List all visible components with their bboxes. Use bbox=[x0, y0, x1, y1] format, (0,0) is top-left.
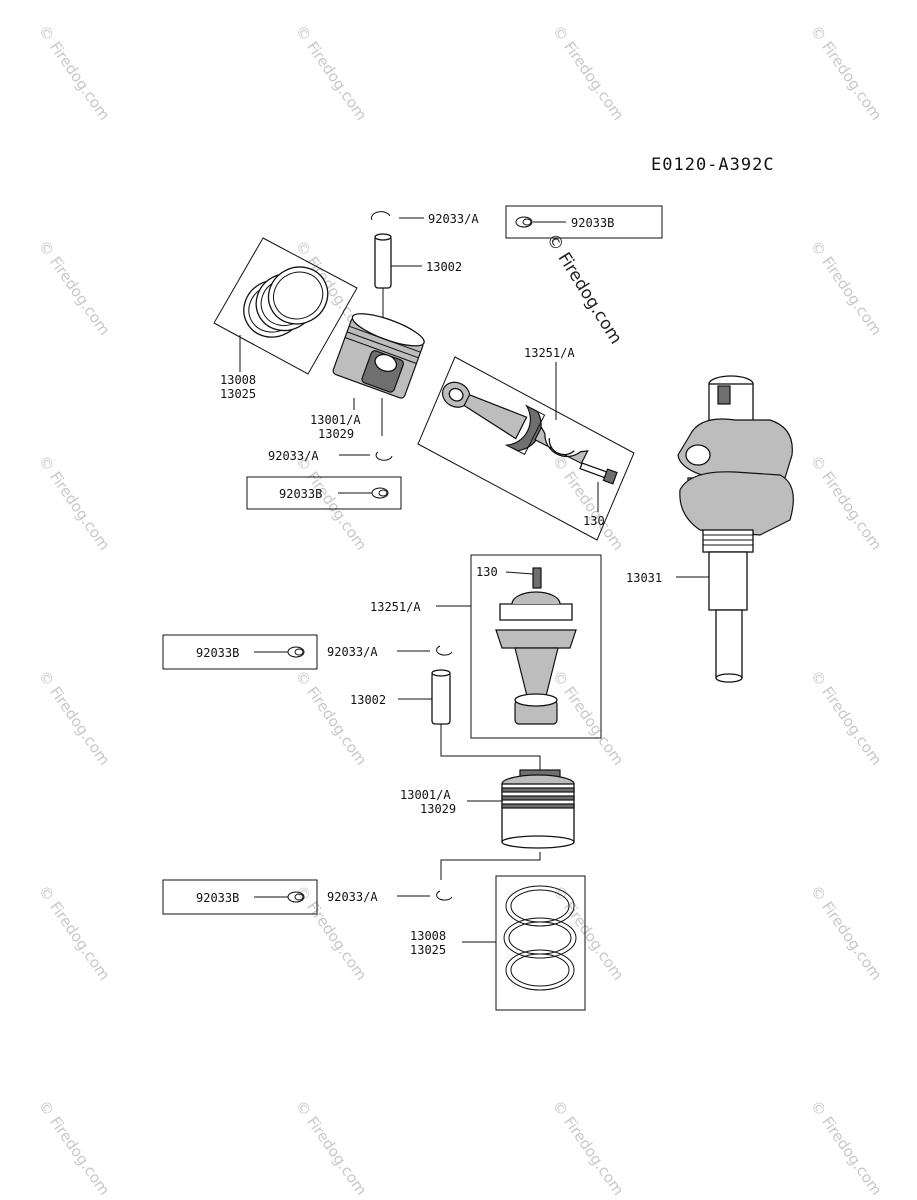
snap-ring-top bbox=[371, 211, 424, 221]
label-pin-bottom: 13002 bbox=[350, 693, 386, 707]
piston-pin-bottom bbox=[431, 669, 451, 725]
watermark-dark: © Firedog.com bbox=[542, 230, 626, 348]
label-piston-bottom-1: 13001/A bbox=[400, 788, 451, 802]
watermark: © Firedog.com bbox=[807, 882, 886, 984]
watermark: © Firedog.com bbox=[292, 667, 371, 769]
watermark-layer: © Firedog.com © Firedog.com © Firedog.co… bbox=[35, 22, 886, 1199]
label-snap-ring-bottom1: 92033/A bbox=[327, 645, 378, 659]
watermark: © Firedog.com bbox=[35, 1097, 114, 1199]
watermark: © Firedog.com bbox=[807, 667, 886, 769]
piston-rings-top bbox=[213, 237, 358, 375]
label-snap-ring-mid: 92033/A bbox=[268, 449, 319, 463]
label-piston-top-1: 13001/A bbox=[310, 413, 361, 427]
snap-ring-alt-bottom2 bbox=[254, 891, 305, 903]
snap-ring-alt-mid bbox=[338, 487, 389, 499]
watermark: © Firedog.com bbox=[292, 1097, 371, 1199]
label-conrod-top: 13251/A bbox=[524, 346, 575, 360]
connecting-rod-top bbox=[417, 356, 635, 541]
diagram-code: E0120-A392C bbox=[651, 155, 775, 175]
label-pin-top: 13002 bbox=[426, 260, 462, 274]
snap-ring-mid bbox=[339, 451, 393, 461]
watermark: © Firedog.com bbox=[292, 22, 371, 124]
watermark: © Firedog.com bbox=[35, 882, 114, 984]
watermark: © Firedog.com bbox=[35, 452, 114, 554]
watermark: © Firedog.com bbox=[549, 667, 628, 769]
label-conrod-bottom: 13251/A bbox=[370, 600, 421, 614]
watermark: © Firedog.com bbox=[807, 237, 886, 339]
conrod-bottom-box bbox=[470, 554, 602, 739]
piston-top bbox=[332, 313, 425, 399]
watermark: © Firedog.com bbox=[292, 452, 371, 554]
label-snap-ring-top: 92033/A bbox=[428, 212, 479, 226]
piston-pin-top bbox=[374, 233, 422, 289]
snap-ring-alt-top bbox=[515, 216, 566, 228]
alt-part-box-top bbox=[505, 205, 663, 239]
snap-ring-bottom1 bbox=[397, 645, 453, 656]
label-rings-bottom-2: 13025 bbox=[410, 943, 446, 957]
label-rings-top-1: 13008 bbox=[220, 373, 256, 387]
watermark: © Firedog.com bbox=[807, 1097, 886, 1199]
piston-rings-bottom bbox=[503, 885, 577, 991]
label-snap-ring-bottom2: 92033/A bbox=[327, 890, 378, 904]
label-snap-ring-alt-top: 92033B bbox=[571, 216, 614, 230]
piston-bottom bbox=[501, 769, 575, 849]
label-rings-top-2: 13025 bbox=[220, 387, 256, 401]
watermark: © Firedog.com bbox=[35, 237, 114, 339]
watermark: © Firedog.com bbox=[549, 22, 628, 124]
label-crankshaft: 13031 bbox=[626, 571, 662, 585]
watermark: © Firedog.com bbox=[807, 452, 886, 554]
label-bolt-bottom: 130 bbox=[476, 565, 498, 579]
label-rings-bottom-1: 13008 bbox=[410, 929, 446, 943]
crankshaft bbox=[677, 375, 794, 683]
label-snap-ring-alt-bottom1: 92033B bbox=[196, 646, 239, 660]
watermark: © Firedog.com bbox=[35, 22, 114, 124]
label-piston-top-2: 13029 bbox=[318, 427, 354, 441]
snap-ring-bottom2 bbox=[397, 890, 453, 901]
watermark: © Firedog.com bbox=[807, 22, 886, 124]
alt-part-box-bottom1 bbox=[162, 634, 318, 670]
label-piston-bottom-2: 13029 bbox=[420, 802, 456, 816]
label-bolt-top: 130 bbox=[583, 514, 605, 528]
alt-part-box-bottom2 bbox=[162, 879, 318, 915]
label-snap-ring-alt-bottom2: 92033B bbox=[196, 891, 239, 905]
watermark: © Firedog.com bbox=[35, 667, 114, 769]
alt-part-box-mid bbox=[246, 476, 402, 510]
watermark: © Firedog.com bbox=[549, 1097, 628, 1199]
label-snap-ring-alt-mid: 92033B bbox=[279, 487, 322, 501]
rings-bottom-box bbox=[495, 875, 586, 1011]
connecting-rod-bottom bbox=[495, 567, 577, 725]
snap-ring-alt-bottom1 bbox=[254, 646, 305, 658]
watermark: © Firedog.com bbox=[549, 882, 628, 984]
